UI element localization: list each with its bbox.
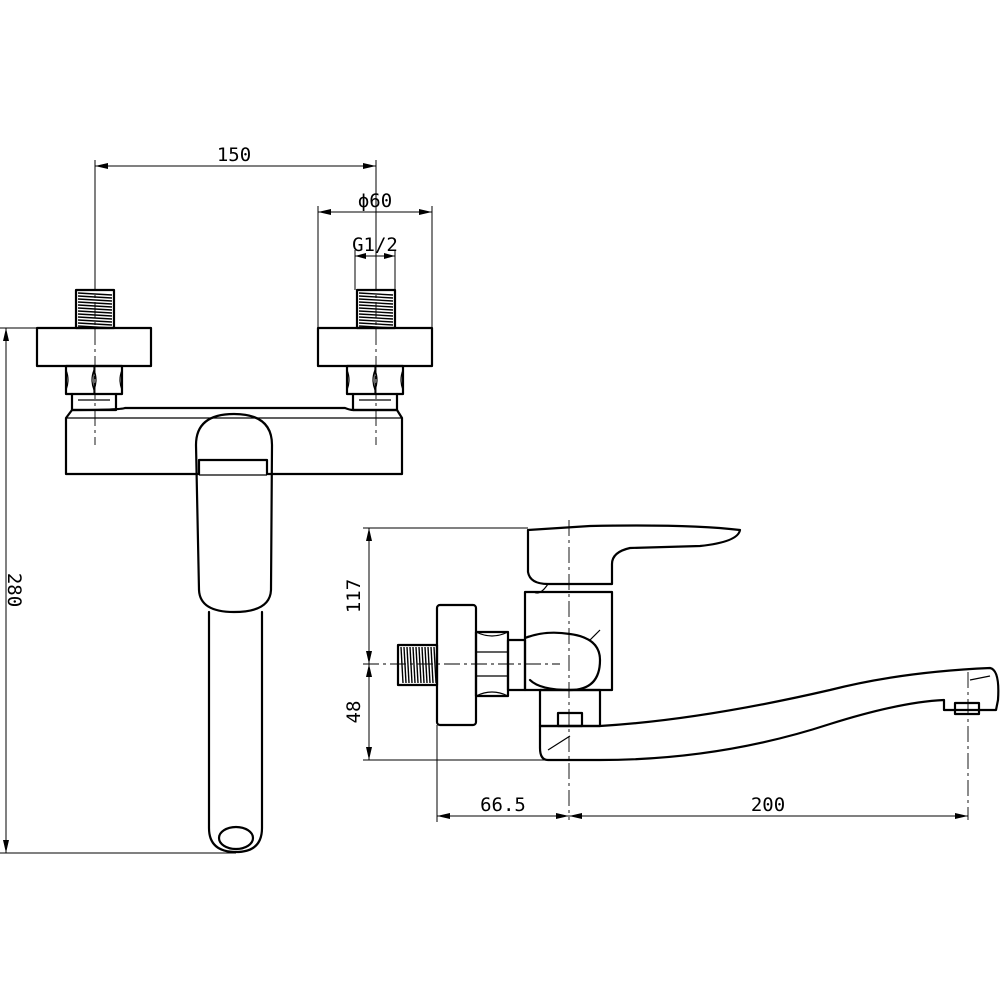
- dim-117-label: 117: [343, 579, 365, 613]
- lever-handle: [194, 412, 274, 614]
- spout-collar: [538, 688, 602, 728]
- spout-front: [207, 610, 264, 854]
- dim-48-label: 48: [343, 701, 365, 724]
- left-hex-nut: [64, 364, 124, 396]
- dimensions: 150 ϕ60 G1/2 280 117 48: [0, 144, 968, 854]
- left-connector: [70, 392, 118, 412]
- right-hex-nut: [345, 364, 405, 396]
- spout-side: [538, 666, 1000, 762]
- dim-665-label: 66.5: [480, 794, 526, 816]
- left-wall-flange: [35, 326, 153, 368]
- side-lever: [526, 524, 742, 586]
- side-wall-flange: [435, 603, 478, 727]
- dim-200-label: 200: [751, 794, 785, 816]
- left-inlet-thread: [74, 288, 116, 330]
- side-inlet-thread: [396, 643, 439, 687]
- dim-150-label: 150: [217, 144, 251, 166]
- side-body: [523, 590, 614, 692]
- mixer-body: [64, 406, 404, 476]
- aerator: [953, 701, 981, 716]
- side-view: [363, 520, 1000, 820]
- front-view: [35, 275, 434, 854]
- dim-60-label: ϕ60: [358, 190, 392, 212]
- dim-280-label: 280: [3, 573, 25, 607]
- right-wall-flange: [316, 326, 434, 368]
- dim-g12-label: G1/2: [352, 234, 398, 256]
- right-connector: [351, 392, 399, 412]
